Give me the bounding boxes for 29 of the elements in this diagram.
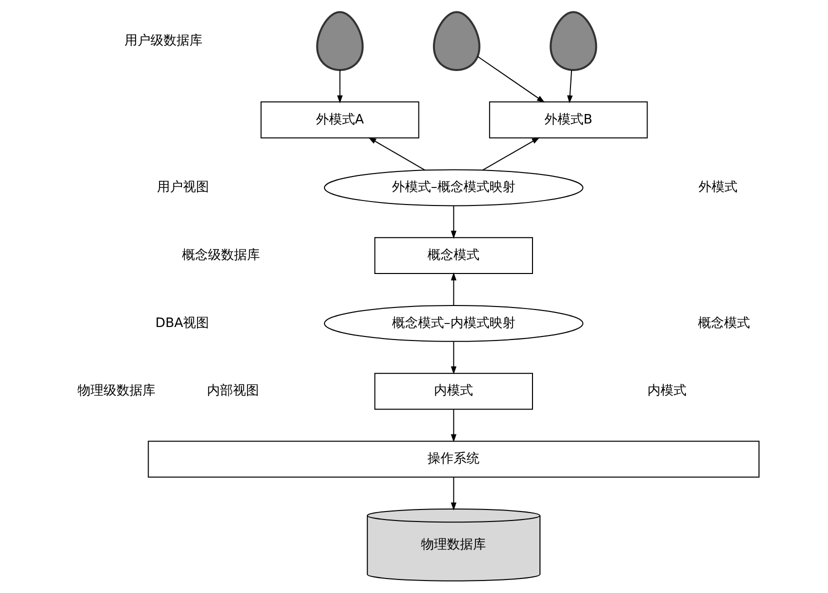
node-box: 外模式A bbox=[260, 101, 419, 138]
node-ellipse: 概念模式–内模式映射 bbox=[323, 304, 583, 342]
label: 用户视图 bbox=[156, 180, 209, 196]
label: 物理级数据库 bbox=[76, 384, 155, 399]
node-box: 操作系统 bbox=[147, 440, 759, 478]
node-person bbox=[316, 11, 364, 71]
label: 内模式 bbox=[647, 384, 686, 399]
arrow bbox=[450, 272, 456, 306]
arrow bbox=[368, 137, 425, 171]
label: DBA视图 bbox=[154, 316, 209, 331]
label: 用户级数据库 bbox=[124, 33, 202, 48]
arrow bbox=[450, 477, 456, 510]
label: 概念模式 bbox=[698, 316, 750, 331]
label: 外模式 bbox=[698, 180, 738, 196]
arrow bbox=[482, 137, 540, 171]
label: 概念级数据库 bbox=[182, 248, 260, 263]
arrow bbox=[450, 341, 456, 374]
arrow bbox=[336, 70, 342, 104]
arrow bbox=[566, 70, 572, 104]
node-person bbox=[549, 11, 597, 71]
node-ellipse: 外模式–概念模式映射 bbox=[323, 169, 583, 206]
node-box: 概念模式 bbox=[374, 237, 532, 274]
arrow bbox=[450, 206, 456, 239]
node-box: 内模式 bbox=[374, 372, 532, 410]
node-box: 外模式B bbox=[488, 101, 648, 138]
node-person bbox=[432, 11, 480, 71]
label: 内部视图 bbox=[206, 384, 259, 399]
arrow bbox=[476, 56, 544, 103]
arrow bbox=[450, 409, 456, 442]
